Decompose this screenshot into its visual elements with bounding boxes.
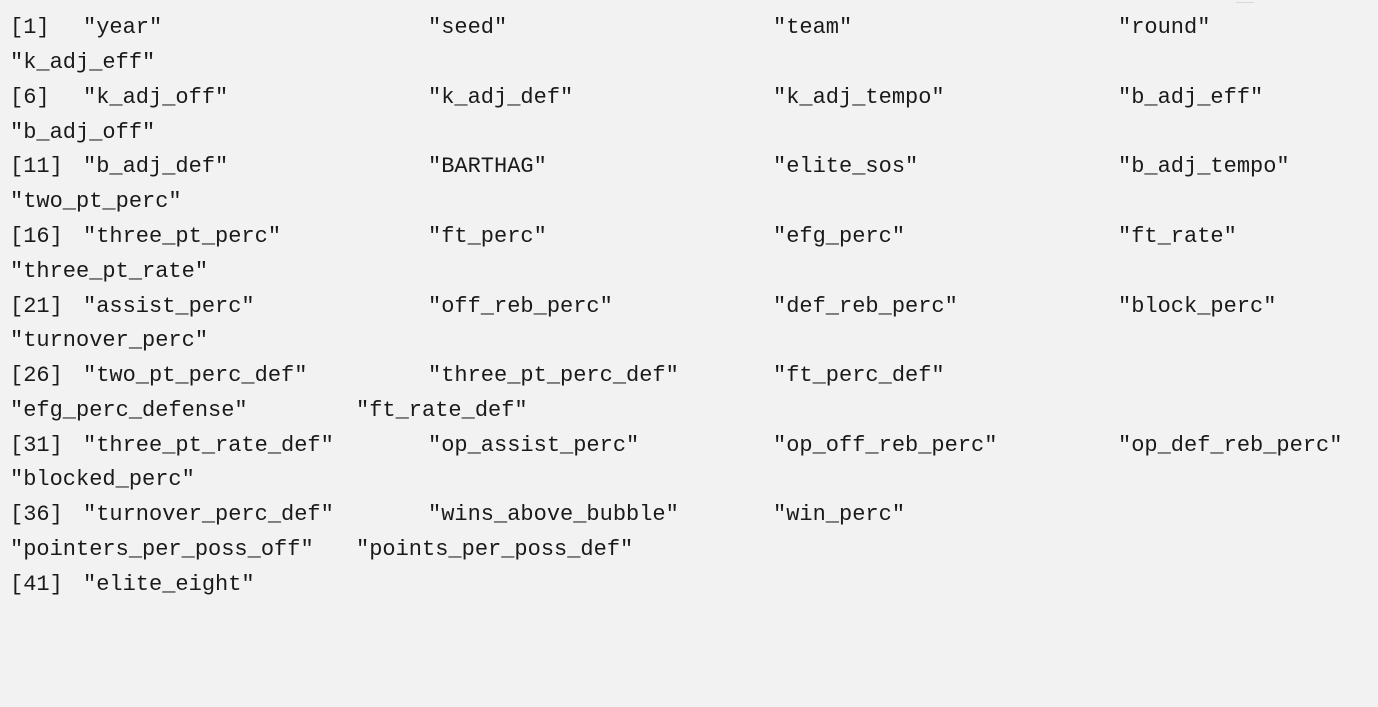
column-name: "op_off_reb_perc" bbox=[773, 433, 998, 458]
column-name: "team" bbox=[773, 15, 853, 40]
vector-index: [41] bbox=[10, 572, 63, 597]
column-name: "blocked_perc" bbox=[10, 467, 195, 492]
column-name: "three_pt_rate_def" bbox=[83, 433, 334, 458]
column-name: "win_perc" bbox=[773, 502, 906, 527]
output-line: [21] "assist_perc" "off_reb_perc" "def_r… bbox=[0, 289, 1276, 324]
column-name: "three_pt_perc_def" bbox=[428, 363, 679, 388]
console-output: [1] "year" "seed" "team" "round" "k_adj_… bbox=[0, 0, 1343, 602]
column-name: "k_adj_eff" bbox=[10, 50, 156, 75]
output-line: "two_pt_perc" bbox=[0, 184, 182, 219]
column-name: "efg_perc_defense" bbox=[10, 398, 248, 423]
vector-index: [31] bbox=[10, 433, 63, 458]
output-line: "k_adj_eff" bbox=[0, 45, 155, 80]
column-name: "two_pt_perc" bbox=[10, 189, 182, 214]
output-line: "efg_perc_defense" "ft_rate_def" bbox=[0, 393, 528, 428]
output-line: [36] "turnover_perc_def" "wins_above_bub… bbox=[0, 497, 905, 532]
output-line: "turnover_perc" bbox=[0, 323, 208, 358]
column-name: "b_adj_tempo" bbox=[1118, 154, 1290, 179]
column-name: "op_def_reb_perc" bbox=[1118, 433, 1343, 458]
column-name: "ft_perc" bbox=[428, 224, 547, 249]
column-name: "block_perc" bbox=[1118, 294, 1277, 319]
output-line: [16] "three_pt_perc" "ft_perc" "efg_perc… bbox=[0, 219, 1237, 254]
output-line: [6] "k_adj_off" "k_adj_def" "k_adj_tempo… bbox=[0, 80, 1263, 115]
column-name: "turnover_perc" bbox=[10, 328, 209, 353]
column-name: "year" bbox=[83, 15, 163, 40]
output-line: [11] "b_adj_def" "BARTHAG" "elite_sos" "… bbox=[0, 149, 1290, 184]
output-line: [26] "two_pt_perc_def" "three_pt_perc_de… bbox=[0, 358, 945, 393]
vector-index: [11] bbox=[10, 154, 63, 179]
column-name: "seed" bbox=[428, 15, 508, 40]
column-name: "k_adj_off" bbox=[83, 85, 229, 110]
column-name: "b_adj_def" bbox=[83, 154, 229, 179]
column-name: "b_adj_off" bbox=[10, 120, 156, 145]
column-name: "pointers_per_poss_off" bbox=[10, 537, 314, 562]
vector-index: [1] bbox=[10, 15, 50, 40]
column-name: "efg_perc" bbox=[773, 224, 906, 249]
output-line: "b_adj_off" bbox=[0, 115, 155, 150]
column-name: "ft_rate" bbox=[1118, 224, 1237, 249]
column-name: "k_adj_tempo" bbox=[773, 85, 945, 110]
output-line: [31] "three_pt_rate_def" "op_assist_perc… bbox=[0, 428, 1342, 463]
column-name: "points_per_poss_def" bbox=[356, 537, 634, 562]
column-name: "k_adj_def" bbox=[428, 85, 574, 110]
column-name: "def_reb_perc" bbox=[773, 294, 958, 319]
column-name: "off_reb_perc" bbox=[428, 294, 613, 319]
column-name: "BARTHAG" bbox=[428, 154, 547, 179]
column-name: "wins_above_bubble" bbox=[428, 502, 679, 527]
vector-index: [36] bbox=[10, 502, 63, 527]
column-name: "ft_perc_def" bbox=[773, 363, 945, 388]
vector-index: [16] bbox=[10, 224, 63, 249]
column-name: "elite_eight" bbox=[83, 572, 255, 597]
column-name: "three_pt_perc" bbox=[83, 224, 282, 249]
column-name: "two_pt_perc_def" bbox=[83, 363, 308, 388]
output-line: "pointers_per_poss_off" "points_per_poss… bbox=[0, 532, 633, 567]
output-line: "blocked_perc" bbox=[0, 462, 195, 497]
vector-index: [6] bbox=[10, 85, 50, 110]
output-line: [1] "year" "seed" "team" "round" bbox=[0, 10, 1210, 45]
column-name: "turnover_perc_def" bbox=[83, 502, 334, 527]
column-name: "op_assist_perc" bbox=[428, 433, 640, 458]
output-line: [41] "elite_eight" bbox=[0, 567, 255, 602]
vector-index: [21] bbox=[10, 294, 63, 319]
column-name: "ft_rate_def" bbox=[356, 398, 528, 423]
column-name: "elite_sos" bbox=[773, 154, 919, 179]
vector-index: [26] bbox=[10, 363, 63, 388]
column-name: "round" bbox=[1118, 15, 1211, 40]
column-name: "three_pt_rate" bbox=[10, 259, 209, 284]
output-line: "three_pt_rate" bbox=[0, 254, 208, 289]
column-name: "assist_perc" bbox=[83, 294, 255, 319]
column-name: "b_adj_eff" bbox=[1118, 85, 1264, 110]
scroll-corner-mark bbox=[1236, 0, 1254, 3]
